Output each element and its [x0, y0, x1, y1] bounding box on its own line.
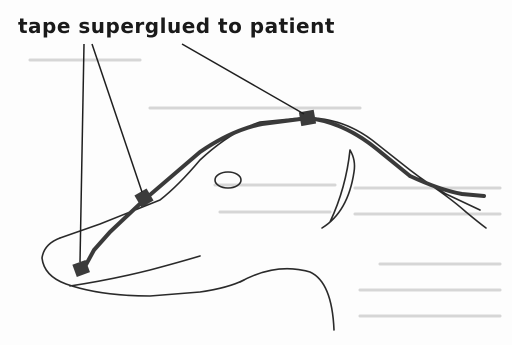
muzzle-line	[42, 238, 244, 296]
tube-tail	[410, 176, 484, 196]
caption-label: tape superglued to patient	[18, 14, 335, 38]
background-text-ghost	[30, 60, 500, 316]
tape-markers	[72, 110, 316, 277]
pointer-to-muzzle	[92, 44, 142, 192]
tube-line	[82, 118, 410, 272]
ear-line	[322, 150, 355, 228]
throat-line	[240, 269, 334, 330]
dog-outline	[42, 118, 486, 330]
pointer-to-forehead	[182, 44, 304, 114]
